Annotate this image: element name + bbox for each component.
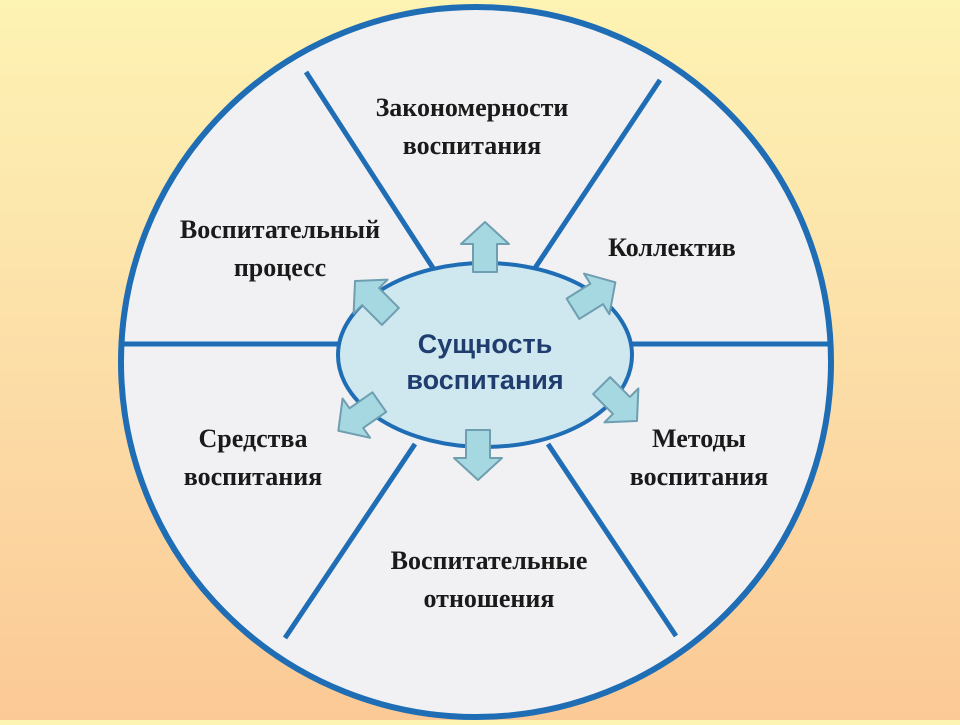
arrow-up-left [352,278,400,326]
divider-line-bottom-right [545,442,679,638]
arrow-up [460,221,510,273]
segment-label-line1: Закономерности [375,93,569,122]
arrow-down-left [337,391,388,439]
segment-label-bottom-right: Методы воспитания [630,420,768,496]
arrow-down-right [592,376,640,424]
segment-label-line2: процесс [233,253,327,282]
divider-lines [121,70,831,640]
segment-label-bottom: Воспитательные отношения [391,542,588,618]
divider-line-top-right [532,78,663,270]
center-title: Сущность воспитания [406,326,563,398]
segment-label-line1: Воспитательный [179,215,381,244]
segment-label-top-right: Коллектив [608,229,736,267]
segment-label-line2: воспитания [183,462,323,491]
segment-label-line2: воспитания [629,462,769,491]
center-title-line2: воспитания [406,365,564,395]
segment-label-top: Закономерности воспитания [376,89,569,165]
segment-label-line1: Воспитательные [390,546,588,575]
segment-label-line2: отношения [423,584,555,613]
center-title-line1: Сущность [417,329,553,359]
segment-label-bottom-left: Средства воспитания [184,420,322,496]
segment-label-line1: Методы [652,424,746,453]
segment-label-line2: воспитания [402,131,542,160]
divider-line-top-left [303,70,436,270]
arrow-up-right [565,272,617,320]
arrows [337,221,640,481]
segment-label-line1: Средства [198,424,308,453]
arrow-down [453,429,503,481]
divider-line-bottom-left [282,442,418,640]
segment-label-top-left: Воспитательный процесс [180,211,380,287]
segment-label-line1: Коллектив [608,233,736,262]
